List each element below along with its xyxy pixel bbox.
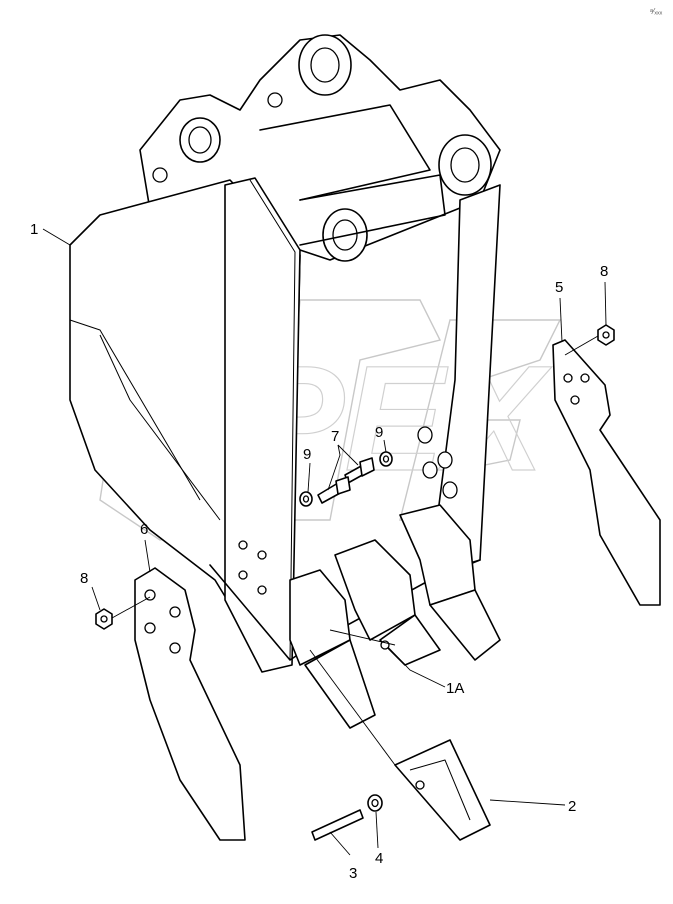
side-cutter-left	[134, 567, 246, 841]
callout-7: 7	[331, 428, 339, 445]
washer-upper	[379, 451, 393, 467]
callout-1: 1	[30, 221, 38, 238]
nut-left	[95, 608, 113, 630]
washer-lower	[299, 491, 313, 507]
washer	[367, 794, 383, 812]
callout-8-left: 8	[80, 570, 88, 587]
callout-labels: 1 1A 2 3 4 5 6 7 8 8 9 9	[30, 221, 608, 882]
nut-right	[597, 324, 615, 346]
tooth-pin	[311, 809, 364, 841]
side-cutter-right	[552, 339, 661, 606]
callout-4: 4	[375, 850, 383, 867]
callout-1a: 1A	[446, 680, 464, 697]
bucket-tooth	[394, 739, 491, 841]
callout-9-left: 9	[303, 446, 311, 463]
bucket-body	[69, 34, 501, 673]
tooth-adapters	[289, 504, 501, 729]
callout-8-right: 8	[600, 263, 608, 280]
bolt-lower	[317, 476, 351, 504]
callout-5: 5	[555, 279, 563, 296]
callout-3: 3	[349, 865, 357, 882]
leader-lines	[42, 228, 607, 856]
callout-9-right: 9	[375, 424, 383, 441]
corner-mark: ᵃ⁄ₓₓₓ	[650, 7, 663, 16]
callout-2: 2	[568, 798, 576, 815]
callout-6: 6	[140, 521, 148, 538]
